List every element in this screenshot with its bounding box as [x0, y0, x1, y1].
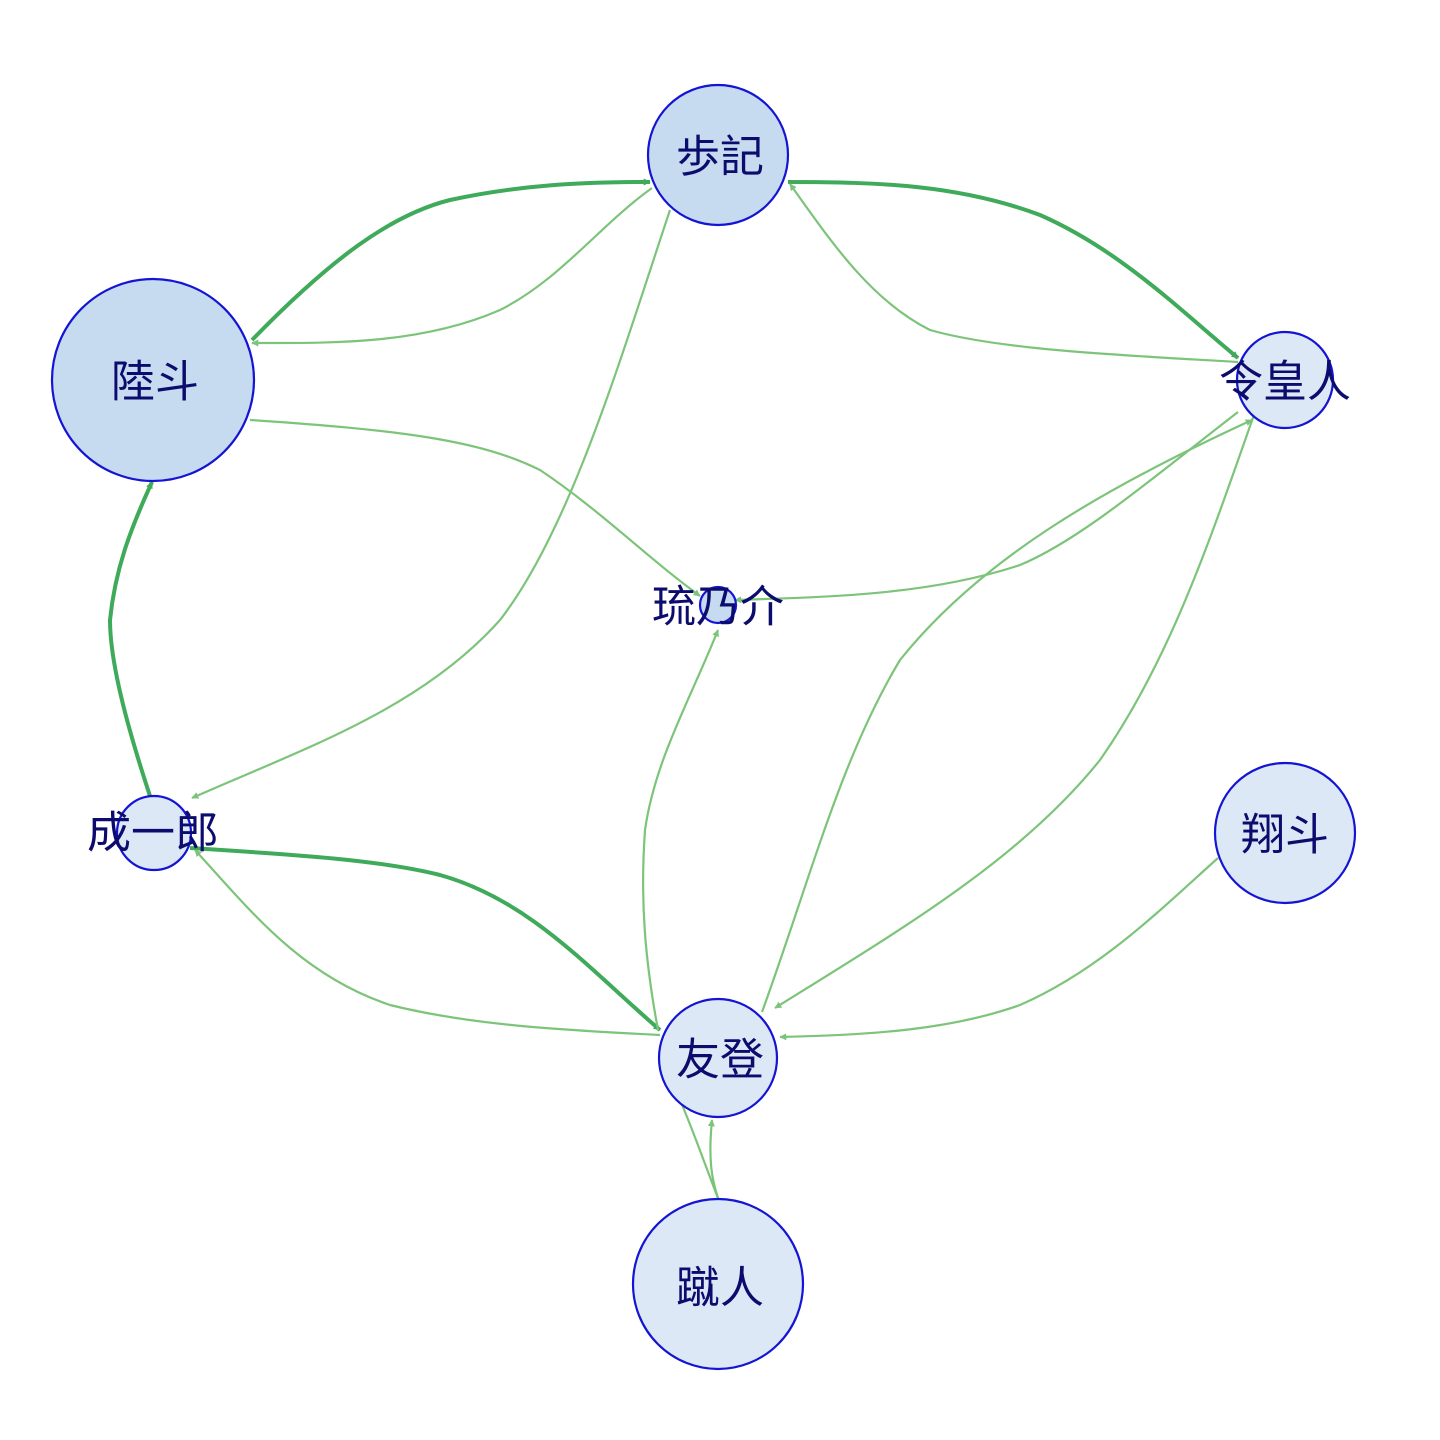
- edge-ayumi-to-reo: [787, 180, 1240, 360]
- node-circle: [698, 585, 738, 625]
- node-circle: [631, 1197, 805, 1371]
- node-label: 令皇人: [1219, 357, 1351, 408]
- node-label: 陸斗: [111, 357, 199, 408]
- edge-reo-to-runosuke: [734, 411, 1239, 604]
- nodes: 歩記 陸斗 令皇人 琉乃介 成一郎 翔斗 友登 蹴人: [50, 83, 1357, 1371]
- edge-shuto-to-yuto-b: [678, 1099, 720, 1199]
- edge-seiichiro-to-yuto: [189, 846, 662, 1032]
- node-label: 歩記: [676, 132, 764, 183]
- node-circle: [657, 997, 779, 1119]
- edge-yuto-to-reo: [760, 419, 1253, 1013]
- node-riku[interactable]: 陸斗: [50, 277, 256, 483]
- node-circle: [1213, 761, 1357, 905]
- node-yuto[interactable]: 友登: [657, 997, 779, 1119]
- node-ayumi[interactable]: 歩記: [646, 83, 790, 227]
- node-runosuke[interactable]: 琉乃介: [652, 582, 784, 633]
- edge-riku-to-runosuke: [249, 418, 701, 597]
- node-label: 琉乃介: [652, 582, 784, 633]
- edge-ayumi-to-seiichiro: [191, 209, 672, 800]
- edge-reo-to-yuto: [774, 411, 1257, 1009]
- node-circle: [1235, 330, 1335, 430]
- edge-shoto-to-yuto: [779, 857, 1219, 1041]
- node-label: 蹴人: [676, 1263, 764, 1314]
- edge-yuto-to-seiichiro: [194, 849, 661, 1037]
- node-circle: [50, 277, 256, 483]
- node-circle: [115, 794, 193, 872]
- node-label: 翔斗: [1241, 810, 1329, 861]
- edge-reo-to-ayumi: [789, 183, 1239, 364]
- node-label: 成一郎: [87, 808, 219, 859]
- node-seiichiro[interactable]: 成一郎: [87, 794, 219, 872]
- node-shuto[interactable]: 蹴人: [631, 1197, 805, 1371]
- edge-seiichiro-to-riku: [107, 481, 154, 797]
- node-circle: [646, 83, 790, 227]
- node-reo[interactable]: 令皇人: [1219, 330, 1351, 430]
- edge-riku-to-ayumi: [250, 178, 651, 342]
- edge-yuto-to-runosuke: [641, 629, 720, 1031]
- node-label: 友登: [676, 1035, 764, 1086]
- edges: [107, 178, 1257, 1199]
- edge-ayumi-to-riku: [251, 187, 653, 347]
- node-shoto[interactable]: 翔斗: [1213, 761, 1357, 905]
